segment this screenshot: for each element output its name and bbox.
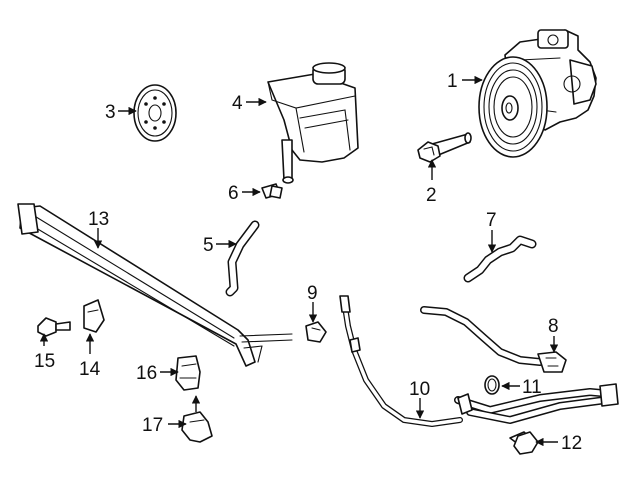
leader-lines	[39, 75, 559, 447]
callout-14: 14	[79, 359, 101, 380]
callout-17: 17	[142, 415, 163, 436]
callout-12: 12	[561, 433, 582, 454]
callout-2: 2	[426, 185, 437, 206]
part-2-bolt	[417, 132, 472, 163]
callout-16: 16	[136, 363, 157, 384]
callout-15: 15	[34, 351, 55, 372]
part-12-bolt	[509, 431, 539, 455]
callout-13: 13	[88, 209, 109, 230]
callout-11: 11	[522, 377, 542, 398]
callout-labels: 1 2 3 4 5 6 7 8 9 10 11 12 13 14 15 16 1…	[34, 71, 582, 454]
part-16-clamp	[175, 355, 201, 391]
part-8-return-hose	[420, 306, 567, 373]
part-11-o-ring	[484, 375, 500, 395]
part-6-clamp	[261, 183, 283, 199]
callout-5: 5	[203, 235, 214, 256]
part-13-cooler	[17, 203, 293, 367]
part-4-reservoir	[267, 62, 359, 184]
part-7-hose	[463, 235, 537, 283]
callout-4: 4	[232, 93, 243, 114]
part-17-clamp	[181, 411, 213, 443]
part-14-bracket	[83, 299, 105, 333]
callout-9: 9	[307, 283, 318, 304]
callout-1: 1	[447, 71, 458, 92]
part-15-bolt	[37, 317, 71, 337]
part-1-power-steering-pump	[478, 29, 597, 158]
callout-7: 7	[486, 210, 497, 231]
part-3-pulley	[133, 84, 177, 142]
part-9-clamp	[305, 321, 327, 343]
part-10-pressure-hose	[339, 295, 619, 427]
callout-3: 3	[105, 102, 116, 123]
callout-10: 10	[409, 379, 430, 400]
callout-8: 8	[548, 316, 559, 337]
part-5-hose	[225, 220, 260, 297]
callout-6: 6	[228, 183, 239, 204]
